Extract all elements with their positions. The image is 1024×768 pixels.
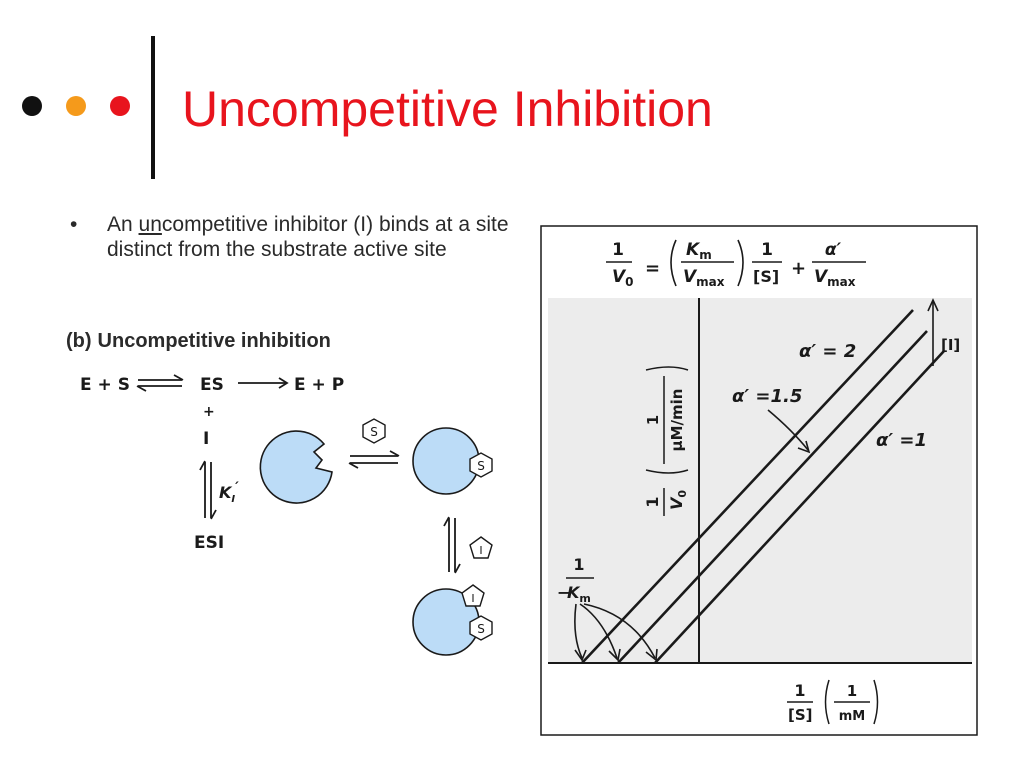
svg-text:=: = (645, 258, 660, 279)
svg-text:[S]: [S] (788, 706, 813, 724)
svg-text:S: S (477, 459, 485, 473)
label-pointer-arrowhead (797, 440, 811, 454)
bullet-text-start: An (107, 213, 139, 236)
scheme-plus: + (203, 404, 215, 420)
svg-text:1: 1 (794, 681, 805, 700)
equilibrium-arrow-inhibitor (443, 516, 461, 574)
svg-text:V0: V0 (612, 267, 634, 289)
svg-text:1: 1 (847, 682, 857, 700)
enzyme-substrate-complex-icon: S (412, 427, 493, 495)
svg-text:[S]: [S] (753, 267, 779, 286)
x-intercept-label: − 1 Km (557, 555, 594, 605)
svg-text:1: 1 (612, 240, 624, 260)
scheme-esi: ESI (194, 533, 224, 553)
inhibitor-concentration-label: [I] (941, 336, 960, 354)
svg-text:Km: Km (686, 240, 712, 262)
svg-text:Vmax: Vmax (683, 267, 725, 289)
svg-text:I: I (471, 592, 474, 605)
svg-text:+: + (791, 258, 806, 279)
inhibitor-pentagon-icon: I (469, 536, 493, 559)
scheme-e-plus-s: E + S (80, 375, 130, 395)
y-axis-label: 1 V0 1 μM/min (643, 366, 689, 516)
line-label-alpha-2: α′ = 2 (799, 341, 856, 362)
svg-text:I: I (479, 544, 482, 557)
bullet-text-rest: competitive inhibitor (I) binds at a sit… (107, 213, 509, 261)
line-alpha-1-5 (617, 330, 928, 664)
red-dot-icon (110, 96, 130, 116)
lineweaver-burk-equation: 1 V0 = Km Vmax 1 [S] + α′ Vmax (606, 239, 866, 289)
line-alpha-2 (581, 309, 914, 664)
svg-text:1: 1 (644, 415, 662, 425)
svg-text:mM: mM (839, 709, 865, 724)
svg-text:S: S (370, 425, 378, 439)
scheme-ki: KI′ (219, 480, 239, 505)
scheme-title-text: Uncompetitive inhibition (97, 330, 331, 352)
substrate-hexagon-icon: S (362, 418, 386, 444)
x-intercept-arrows (574, 603, 658, 662)
scheme-title: (b)Uncompetitive inhibition (66, 330, 331, 353)
reaction-arrow-product (238, 377, 289, 389)
increasing-inhibitor-arrow (927, 298, 939, 366)
orange-dot-icon (66, 96, 86, 116)
scheme-panel-label: (b) (66, 330, 92, 352)
bullet-text-underlined: un (138, 213, 162, 236)
svg-text:1: 1 (643, 496, 662, 507)
bullet-text: An uncompetitive inhibitor (I) binds at … (107, 212, 527, 262)
svg-text:Km: Km (567, 583, 591, 605)
svg-text:Vmax: Vmax (814, 267, 856, 289)
svg-text:1: 1 (573, 555, 584, 574)
title-divider (151, 36, 155, 179)
equilibrium-arrow-esi (199, 460, 217, 520)
svg-text:μM/min: μM/min (668, 389, 686, 452)
line-label-alpha-1: α′ =1 (876, 430, 927, 451)
scheme-e-plus-p: E + P (294, 375, 344, 395)
svg-text:S: S (477, 622, 485, 636)
x-axis-label: 1 [S] 1 mM (787, 679, 879, 725)
svg-text:V0: V0 (667, 490, 689, 510)
equilibrium-arrow-es (136, 374, 184, 392)
scheme-es: ES (200, 375, 224, 395)
scheme-i: I (203, 429, 209, 449)
equilibrium-arrow-enzyme-substrate (348, 450, 400, 469)
line-label-alpha-1-5: α′ =1.5 (732, 386, 802, 407)
svg-text:α′: α′ (825, 240, 842, 260)
black-dot-icon (22, 96, 42, 116)
slide-title: Uncompetitive Inhibition (182, 81, 713, 137)
line-alpha-1 (654, 350, 945, 664)
enzyme-substrate-inhibitor-complex-icon: I S (412, 584, 493, 656)
free-enzyme-icon (259, 430, 333, 504)
bullet-mark: • (70, 213, 78, 236)
svg-text:1: 1 (761, 240, 773, 260)
svg-text:−: − (557, 583, 570, 602)
label-pointer-alpha-1-5 (767, 409, 809, 451)
